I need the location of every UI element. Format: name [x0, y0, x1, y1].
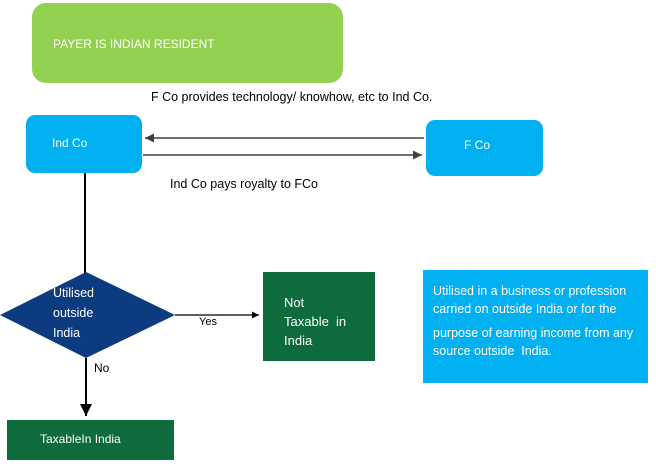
- taxable-label: TaxableIn India: [40, 432, 121, 446]
- ind-co-label: Ind Co: [52, 136, 88, 150]
- taxable-node: TaxableIn India: [7, 420, 174, 460]
- decision-label: Utilised outside India: [53, 283, 94, 343]
- payer-node: PAYER IS INDIAN RESIDENT: [32, 3, 343, 83]
- f-co-label: F Co: [464, 138, 491, 152]
- decision-line: outside: [53, 306, 94, 320]
- decision-line: India: [53, 326, 81, 340]
- not-taxable-node: Not Taxable in India: [263, 272, 375, 361]
- not-taxable-line: Taxable in: [284, 314, 347, 329]
- yes-edge-label: Yes: [199, 316, 217, 328]
- ind-co-node: Ind Co: [26, 115, 142, 173]
- info-line: purpose of earning income from any: [433, 326, 634, 340]
- not-taxable-line: India: [284, 333, 313, 348]
- tech-edge-label: F Co provides technology/ knowhow, etc t…: [151, 90, 433, 104]
- no-edge-label: No: [94, 361, 110, 375]
- info-line: Utilised in a business or profession: [433, 284, 627, 298]
- f-co-node: F Co: [426, 120, 543, 176]
- decision-diamond: [0, 272, 175, 358]
- not-taxable-line: Not: [284, 295, 305, 310]
- info-note: Utilised in a business or profession car…: [423, 270, 648, 383]
- royalty-edge-label: Ind Co pays royalty to FCo: [170, 177, 318, 191]
- info-line: source outside India.: [433, 344, 552, 358]
- payer-label: PAYER IS INDIAN RESIDENT: [53, 37, 215, 51]
- decision-line: Utilised: [53, 286, 94, 300]
- info-line: carried on outside India or for the: [433, 302, 617, 316]
